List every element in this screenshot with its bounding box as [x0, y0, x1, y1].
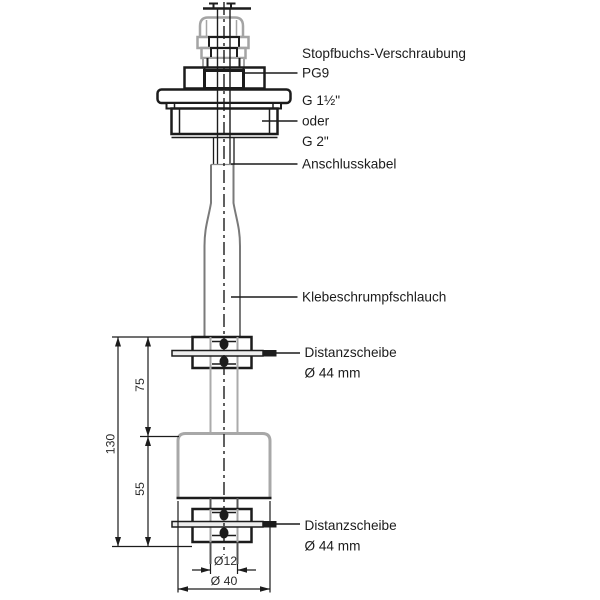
connection-cable	[212, 8, 235, 165]
gland-dome-cap	[198, 16, 245, 39]
dim-overall-length: 130	[104, 434, 118, 455]
dimension-lines-bottom: Ø12 Ø 40	[177, 501, 271, 593]
label-thread-or: oder	[302, 114, 330, 129]
label-shrink-tube: Klebeschrumpfschlauch	[302, 290, 446, 305]
leader-lines	[231, 72, 300, 525]
label-spacer-upper-name: Distanzscheibe	[305, 345, 397, 360]
lower-spacer	[112, 507, 277, 564]
label-spacer-lower-dia: Ø 44 mm	[305, 539, 361, 554]
dim-float-length: 55	[133, 482, 147, 496]
label-thread-size-2: G 2"	[302, 134, 329, 149]
upper-spacer	[112, 335, 277, 370]
gland-nut-band-1	[196, 35, 250, 50]
callout-labels: Stopfbuchs-Verschraubung PG9 G 1½" oder …	[302, 46, 466, 554]
lower-spacer-disc	[171, 520, 264, 528]
dim-upper-length: 75	[133, 378, 147, 392]
label-spacer-upper-dia: Ø 44 mm	[305, 366, 361, 381]
label-spacer-lower-name: Distanzscheibe	[305, 518, 397, 533]
shrink-sleeve	[203, 163, 241, 337]
dim-float-diameter: Ø 40	[211, 574, 238, 588]
upper-spacer-disc	[171, 349, 264, 357]
label-thread-size-1: G 1½"	[302, 93, 340, 108]
label-cable: Anschlusskabel	[302, 157, 396, 172]
dimension-lines-left: 75 130 55	[104, 337, 179, 547]
label-gland-type: PG9	[302, 66, 329, 81]
cable-wires	[203, 2, 251, 10]
dim-tube-diameter: Ø12	[214, 554, 237, 568]
label-gland-name: Stopfbuchs-Verschraubung	[302, 46, 466, 61]
